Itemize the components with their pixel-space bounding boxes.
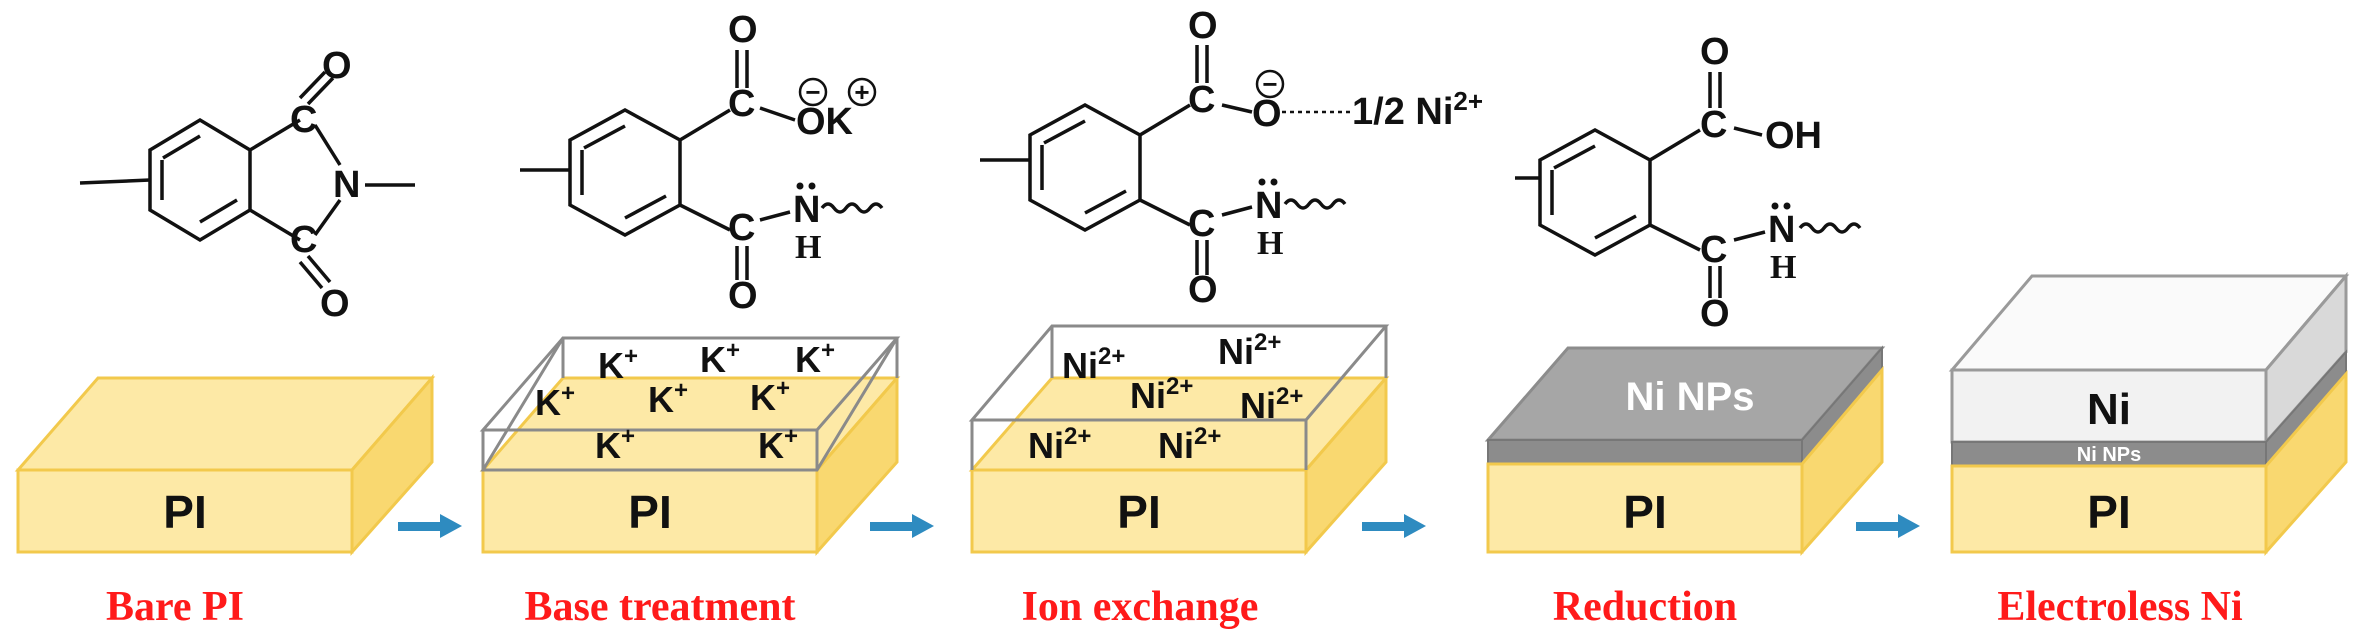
potassium-ion: K+ [595,423,635,466]
ok-label: OK [796,101,854,143]
oxygen-label: O [1252,93,1282,135]
carbon-label: C [290,219,317,261]
potassium-ion: K+ [795,337,835,380]
pi-block-label: PI [163,486,206,538]
half-nickel-label: 1/2 Ni2+ [1352,86,1483,133]
stage-label: Base treatment [525,584,796,630]
process-arrow [1856,514,1920,538]
ni-nps-layer-label: Ni NPs [2077,444,2141,466]
nickel-salt-molecule: O C O − 1/2 Ni2+ C O N H [980,5,1483,311]
oxygen-label: O [1188,269,1218,311]
process-arrow [1362,514,1426,538]
potassium-ion: K+ [758,423,798,466]
nickel-ion: Ni2+ [1240,383,1303,426]
carbon-label: C [728,207,755,249]
pi-block-with-k-ions: PI K+ K+ K+ K+ K+ K+ K+ K+ [479,336,901,556]
stage-label: Electroless Ni [1997,584,2243,630]
oxygen-label: O [1700,31,1730,73]
acid-molecule: O C OH C O N H [1515,31,1862,335]
hydrogen-label: H [795,229,821,266]
nickel-ion: Ni2+ [1158,423,1221,466]
potassium-salt-molecule: O C OK − + C O N H [520,9,884,317]
stage-base-treatment: O C OK − + C O N H PI [479,9,901,630]
stage-electroless-ni: Ni Ni NPs PI Electroless Ni [1948,271,2350,630]
ion-cage [968,324,1390,470]
stage-label: Ion exchange [1022,584,1259,630]
stage-label: Bare PI [106,584,244,630]
nitrogen-label: N [1768,209,1795,251]
hydroxyl-label: OH [1765,115,1822,157]
potassium-ion: K+ [598,343,638,386]
pi-block-label: PI [2087,486,2130,538]
stage-reduction: O C OH C O N H PI Ni NPs Reduction [1484,31,1886,630]
potassium-ion: K+ [750,375,790,418]
potassium-ion: K+ [648,377,688,420]
hydrogen-label: H [1257,225,1283,262]
pi-block-with-ni-ions: PI Ni2+ Ni2+ Ni2+ Ni2+ Ni2+ Ni2+ [968,324,1390,556]
minus-charge: − [805,77,820,107]
process-arrow [398,514,462,538]
potassium-ion: K+ [535,380,575,423]
nickel-ion: Ni2+ [1218,329,1281,372]
nickel-ion: Ni2+ [1130,373,1193,416]
carbon-label: C [1700,229,1727,271]
carbon-label: C [728,83,755,125]
imide-molecule: C C N O O [79,45,415,325]
ni-nps-layer-label: Ni NPs [1626,375,1755,419]
potassium-ion: K+ [700,337,740,380]
ni-layer-label: Ni [2087,385,2131,434]
carbon-label: C [1188,79,1215,121]
nickel-ion: Ni2+ [1028,423,1091,466]
carbon-label: C [1188,203,1215,245]
plus-charge: + [854,77,869,107]
oxygen-label: O [322,45,352,87]
oxygen-label: O [320,283,350,325]
pi-block: PI [14,373,436,556]
stage-bare-pi: C C N O O PI Bare PI [14,45,436,630]
stage-ion-exchange: O C O − 1/2 Ni2+ C O N H PI [968,5,1483,630]
pi-block-label: PI [1117,486,1160,538]
stage-label: Reduction [1553,584,1737,630]
carbon-label: C [1700,104,1727,146]
carbon-label: C [290,99,317,141]
oxygen-label: O [1188,5,1218,47]
nitrogen-label: N [333,164,360,206]
ion-cage [479,336,901,472]
process-arrow [870,514,934,538]
electroless-ni-block: Ni Ni NPs PI [1948,271,2350,556]
oxygen-label: O [1700,293,1730,335]
nitrogen-label: N [793,189,820,231]
nitrogen-label: N [1255,185,1282,227]
nickel-ion: Ni2+ [1062,343,1125,386]
pi-block-label: PI [1623,486,1666,538]
oxygen-label: O [728,275,758,317]
oxygen-label: O [728,9,758,51]
pi-block-with-ni-nps: PI Ni NPs [1484,345,1886,556]
pi-block-label: PI [628,486,671,538]
minus-charge: − [1262,69,1277,99]
hydrogen-label: H [1770,249,1796,286]
